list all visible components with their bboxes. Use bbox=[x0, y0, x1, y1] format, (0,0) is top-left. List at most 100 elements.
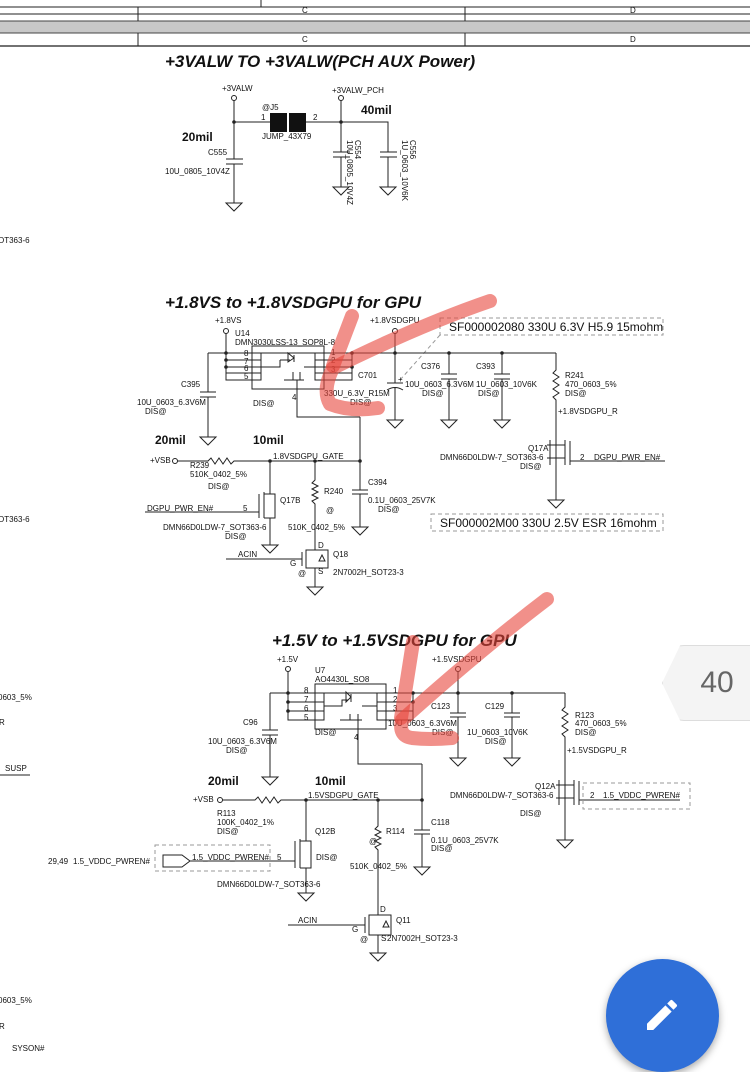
edit-button[interactable] bbox=[606, 959, 719, 1072]
ref-label: C123 bbox=[431, 702, 451, 711]
ref-label: Q17B bbox=[280, 496, 300, 505]
ground-symbol bbox=[547, 493, 565, 509]
part-label: 470_0603_5% bbox=[565, 380, 617, 389]
ref-label: Q17A bbox=[528, 444, 549, 453]
variant-label: DIS@ bbox=[378, 505, 399, 514]
part-label: DMN66D0LDW-7_SOT363-6 bbox=[217, 880, 321, 889]
part-label: 10U_0805_10V4Z bbox=[165, 167, 230, 176]
section-title: +1.5V to +1.5VSDGPU for GPU bbox=[272, 631, 517, 650]
pin-number: 5 bbox=[304, 713, 309, 722]
ref-label: C701 bbox=[358, 371, 378, 380]
q18-mosfet bbox=[305, 549, 329, 569]
pin-number: 5 bbox=[243, 504, 248, 513]
part-label: 10U_0805_10V4Z bbox=[345, 140, 354, 205]
net-label: 1.8VSDGPU_GATE bbox=[273, 452, 344, 461]
part-label: 1U_0603_10V6K bbox=[467, 728, 529, 737]
clipped-left-labels: OT363-6 OT363-6 0603_5% R SUSP 0603_5% R… bbox=[0, 236, 45, 1053]
jumper-j5 bbox=[270, 113, 287, 132]
pin-number: 7 bbox=[244, 357, 249, 366]
net-label: +1.8VSDGPU bbox=[370, 316, 420, 325]
net-label: DGPU_PWR_EN# bbox=[594, 453, 661, 462]
net-label: DGPU_PWR_EN# bbox=[147, 504, 214, 513]
pin-letter: S bbox=[381, 934, 386, 943]
section-title: +3VALW TO +3VALW(PCH AUX Power) bbox=[165, 52, 475, 71]
highlight-stroke bbox=[326, 309, 359, 373]
part-note: SF000002080 330U 6.3V H5.9 15mohm bbox=[449, 320, 663, 334]
pin-number: 7 bbox=[304, 695, 309, 704]
ground-symbol bbox=[297, 886, 315, 902]
ref-label: @J5 bbox=[262, 103, 279, 112]
part-label: 100K_0402_1% bbox=[217, 818, 274, 827]
page-number: 40 bbox=[700, 666, 734, 699]
column-label-d: D bbox=[630, 6, 636, 15]
part-label: DMN66D0LDW-7_SOT363-6 bbox=[450, 791, 554, 800]
q11-mosfet bbox=[368, 914, 392, 936]
net-label: +1.8VSDGPU_R bbox=[558, 407, 618, 416]
ref-label: C554 bbox=[353, 140, 362, 160]
edge-label: OT363-6 bbox=[0, 515, 30, 524]
pin-number: 5 bbox=[244, 372, 249, 381]
ref-label: C555 bbox=[208, 148, 228, 157]
offpage-connector bbox=[162, 854, 191, 868]
ground-symbol bbox=[449, 751, 467, 767]
trace-width: 10mil bbox=[315, 774, 346, 788]
variant-label: DIS@ bbox=[485, 737, 506, 746]
ground-symbol bbox=[306, 580, 324, 596]
ground-symbol bbox=[440, 413, 458, 429]
part-label: 510K_0402_5% bbox=[190, 470, 247, 479]
variant-label: DIS@ bbox=[315, 728, 336, 737]
variant-label: @ bbox=[360, 935, 368, 944]
variant-label: DIS@ bbox=[478, 389, 499, 398]
ground-symbol bbox=[493, 413, 511, 429]
trace-width: 10mil bbox=[253, 433, 284, 447]
variant-label: DIS@ bbox=[225, 532, 246, 541]
net-label: 1.5_VDDC_PWREN# bbox=[603, 791, 680, 800]
net-label: 1.5_VDDC_PWREN# bbox=[73, 857, 150, 866]
ref-label: Q12B bbox=[315, 827, 335, 836]
section-1v5-dgpu: +1.5V to +1.5VSDGPU for GPU +1.5V +1.5VS… bbox=[48, 631, 691, 962]
part-label: 10U_0603_6.3V6M bbox=[388, 719, 457, 728]
pin-number: 1 bbox=[393, 686, 398, 695]
ref-label: U14 bbox=[235, 329, 250, 338]
part-label: 2N7002H_SOT23-3 bbox=[387, 934, 458, 943]
ref-label: R239 bbox=[190, 461, 210, 470]
variant-label: DIS@ bbox=[145, 407, 166, 416]
pin-number: 6 bbox=[304, 704, 309, 713]
ref-label: U7 bbox=[315, 666, 326, 675]
title-block-header: C D C D bbox=[0, 0, 750, 47]
variant-label: @ bbox=[326, 506, 334, 515]
trace-width: 20mil bbox=[182, 130, 213, 144]
net-label: ACIN bbox=[298, 916, 317, 925]
highlight-stroke bbox=[319, 294, 497, 417]
variant-label: DIS@ bbox=[422, 389, 443, 398]
ground-symbol bbox=[225, 196, 243, 212]
part-label: 0.1U_0603_25V7K bbox=[431, 836, 499, 845]
trace-width: 20mil bbox=[208, 774, 239, 788]
page-number-badge[interactable]: 40 bbox=[662, 645, 750, 721]
pin-number: 4 bbox=[354, 733, 359, 742]
column-label-d: D bbox=[630, 35, 636, 44]
ref-label: C393 bbox=[476, 362, 496, 371]
variant-label: DIS@ bbox=[520, 809, 541, 818]
column-label-c: C bbox=[302, 35, 308, 44]
net-label: +3VALW bbox=[222, 84, 253, 93]
part-note: SF000002M00 330U 2.5V ESR 16mohm bbox=[440, 516, 657, 530]
edge-label: 0603_5% bbox=[0, 996, 32, 1005]
part-label: 510K_0402_5% bbox=[288, 523, 345, 532]
ref-label: C376 bbox=[421, 362, 441, 371]
net-label: +1.5VSDGPU bbox=[432, 655, 482, 664]
part-label: 10U_0603_6.3V6M bbox=[137, 398, 206, 407]
ref-label: C129 bbox=[485, 702, 505, 711]
part-label: DMN66D0LDW-7_SOT363-6 bbox=[163, 523, 267, 532]
ref-label: Q11 bbox=[396, 916, 411, 925]
variant-label: DIS@ bbox=[217, 827, 238, 836]
ground-symbol bbox=[261, 770, 279, 786]
ground-symbol bbox=[351, 520, 369, 536]
pin-number: 1 bbox=[261, 113, 266, 122]
ground-symbol bbox=[413, 860, 431, 876]
variant-label: DIS@ bbox=[253, 399, 274, 408]
ref-label: R241 bbox=[565, 371, 585, 380]
highlight-stroke bbox=[394, 635, 420, 725]
trace-width: 40mil bbox=[361, 103, 392, 117]
